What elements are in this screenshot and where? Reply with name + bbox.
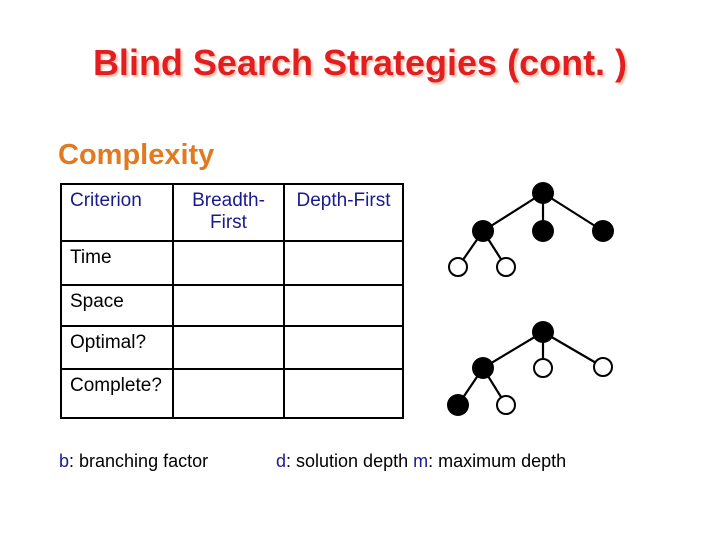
row-label-time: Time [60, 240, 174, 286]
column-header-breadth-first: Breadth-First [172, 183, 285, 242]
term-d: d [276, 451, 287, 471]
row-label-complete: Complete? [60, 368, 174, 419]
table-row-complete: Complete? [60, 368, 404, 419]
tree-diagrams [447, 182, 614, 416]
tree-edge [542, 192, 604, 232]
table-row-optimal: Optimal? [60, 325, 404, 370]
table-header-row: Criterion Breadth-First Depth-First [60, 183, 404, 242]
footnote-m-text: : maximum depth [428, 451, 567, 471]
breadth-first-tree [448, 182, 614, 277]
tree-node-open [533, 358, 553, 378]
footnote-d-text: : solution depth [286, 451, 414, 471]
cell-optimal-breadth-first [172, 325, 285, 370]
tree-node-filled [532, 182, 554, 204]
tree-node-filled [532, 321, 554, 343]
cell-complete-depth-first [283, 368, 404, 419]
section-heading: Complexity [58, 139, 215, 171]
column-header-criterion: Criterion [60, 183, 174, 242]
tree-node-open [448, 257, 468, 277]
depth-first-tree [447, 321, 613, 416]
tree-node-filled [472, 357, 494, 379]
tree-edge [542, 331, 604, 368]
tree-node-filled [592, 220, 614, 242]
tree-edge [482, 331, 544, 369]
term-m: m [413, 451, 429, 471]
tree-edge [482, 192, 544, 232]
tree-node-filled [472, 220, 494, 242]
cell-time-breadth-first [172, 240, 285, 286]
table-row-space: Space [60, 284, 404, 327]
cell-space-depth-first [283, 284, 404, 327]
cell-optimal-depth-first [283, 325, 404, 370]
footnote-b-text: : branching factor [69, 451, 209, 471]
slide-title: Blind Search Strategies (cont. ) [92, 42, 628, 83]
tree-node-open [593, 357, 613, 377]
footnote-depths: d: solution depth m: maximum depth [276, 451, 566, 472]
column-header-depth-first: Depth-First [283, 183, 404, 242]
tree-node-filled [447, 394, 469, 416]
complexity-table: Criterion Breadth-First Depth-First Time… [60, 183, 404, 419]
row-label-space: Space [60, 284, 174, 327]
footnote-branching-factor: b: branching factor [59, 451, 208, 472]
tree-node-filled [532, 220, 554, 242]
row-label-optimal: Optimal? [60, 325, 174, 370]
cell-time-depth-first [283, 240, 404, 286]
cell-space-breadth-first [172, 284, 285, 327]
cell-complete-breadth-first [172, 368, 285, 419]
tree-node-open [496, 395, 516, 415]
table-row-time: Time [60, 240, 404, 286]
tree-node-open [496, 257, 516, 277]
term-b: b [59, 451, 70, 471]
